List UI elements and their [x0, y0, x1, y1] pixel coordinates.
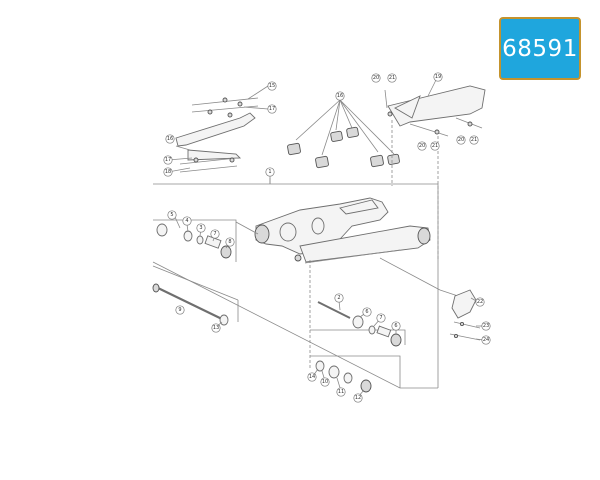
svg-text:21: 21 [471, 137, 477, 143]
callout-16-guide: 16 [165, 134, 175, 144]
svg-text:10: 10 [322, 379, 328, 385]
svg-text:9: 9 [178, 307, 181, 313]
callout-6-lower: 6 [391, 321, 401, 331]
callout-22: 22 [475, 297, 485, 307]
svg-text:16: 16 [337, 93, 343, 99]
callout-23: 23 [481, 321, 491, 331]
svg-text:16: 16 [167, 136, 173, 142]
callout-16-pads: 16 [335, 91, 345, 101]
svg-text:5: 5 [170, 212, 173, 218]
callout-21-right: 21 [469, 135, 479, 145]
chain-guard-part [384, 85, 486, 260]
callout-12: 12 [353, 393, 363, 403]
callout-20-mid: 20 [417, 141, 427, 151]
svg-text:3: 3 [199, 225, 202, 231]
svg-text:15: 15 [269, 83, 275, 89]
svg-text:23: 23 [483, 323, 489, 329]
svg-text:24: 24 [483, 337, 489, 343]
right-bearing-stack [309, 260, 406, 370]
svg-text:7: 7 [213, 231, 216, 237]
callout-20-right: 20 [456, 135, 466, 145]
callout-6-right: 6 [362, 307, 372, 317]
svg-text:17: 17 [165, 157, 171, 163]
svg-text:7: 7 [379, 315, 382, 321]
callout-21-top: 21 [387, 73, 397, 83]
callout-11: 11 [336, 387, 346, 397]
left-bearing-stack [153, 219, 259, 262]
svg-text:11: 11 [338, 389, 344, 395]
callout-13: 13 [211, 323, 221, 333]
callout-8: 8 [225, 237, 235, 247]
callout-21-mid: 21 [430, 141, 440, 151]
chain-guide-part [175, 97, 259, 173]
svg-text:13: 13 [213, 325, 219, 331]
callout-2: 2 [334, 293, 344, 303]
callout-5: 5 [167, 210, 177, 220]
callout-18: 18 [163, 167, 173, 177]
svg-text:12: 12 [355, 395, 361, 401]
svg-text:14: 14 [309, 374, 315, 380]
callout-9: 9 [175, 305, 185, 315]
callout-10: 10 [320, 377, 330, 387]
svg-text:18: 18 [165, 169, 171, 175]
callout-24: 24 [481, 335, 491, 345]
chain-adjuster-part [449, 289, 481, 341]
svg-text:4: 4 [185, 218, 188, 224]
svg-text:17: 17 [269, 106, 275, 112]
callout-19: 19 [433, 72, 443, 82]
reference-number-badge: 68591 [499, 17, 581, 80]
callout-14: 14 [307, 372, 317, 382]
lower-linkage-stack [310, 355, 401, 393]
callout-20-top: 20 [371, 73, 381, 83]
svg-text:22: 22 [477, 299, 483, 305]
svg-text:2: 2 [337, 295, 340, 301]
callout-1: 1 [265, 167, 275, 177]
chain-slider-pads [287, 99, 400, 169]
svg-text:8: 8 [228, 239, 231, 245]
svg-text:6: 6 [365, 309, 368, 315]
svg-text:6: 6 [394, 323, 397, 329]
callout-17-top: 17 [267, 104, 277, 114]
callout-4: 4 [182, 216, 192, 226]
callout-15: 15 [267, 81, 277, 91]
swingarm-axle [152, 265, 239, 326]
svg-text:20: 20 [458, 137, 464, 143]
svg-text:1: 1 [268, 169, 271, 175]
svg-text:20: 20 [373, 75, 379, 81]
callout-7-left: 7 [210, 229, 220, 239]
svg-text:21: 21 [432, 143, 438, 149]
svg-text:20: 20 [419, 143, 425, 149]
reference-number-text: 68591 [502, 35, 578, 62]
svg-text:21: 21 [389, 75, 395, 81]
callout-17-bottom: 17 [163, 155, 173, 165]
callout-7-right: 7 [376, 313, 386, 323]
svg-text:19: 19 [435, 74, 441, 80]
swingarm-part [254, 197, 471, 301]
callout-3: 3 [196, 223, 206, 233]
